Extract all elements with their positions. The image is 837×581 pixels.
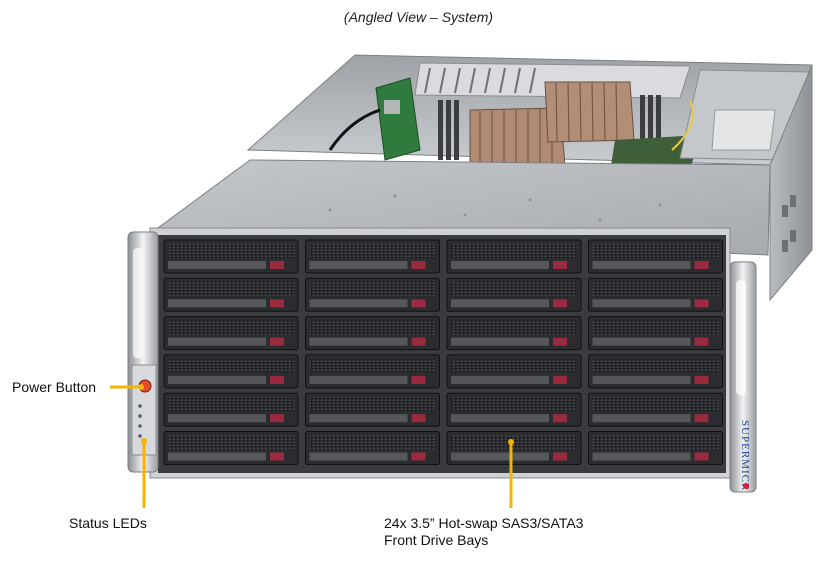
status-leds [138,404,142,438]
heatsink [469,107,566,169]
drive-latch[interactable] [553,452,567,461]
drive-bay[interactable] [446,354,582,389]
drive-latch[interactable] [553,337,567,346]
drive-latch[interactable] [553,299,567,308]
brand-logo: SUPERMICR [739,420,751,491]
drive-latch[interactable] [694,299,709,308]
drive-latch[interactable] [270,375,284,384]
drive-latch[interactable] [694,452,709,461]
drive-bay[interactable] [588,354,723,389]
heatsink [544,81,635,143]
drive-latch[interactable] [694,261,709,269]
drive-bay[interactable] [305,277,440,312]
drive-latch[interactable] [411,337,426,346]
drive-latch[interactable] [270,414,284,423]
drive-bay[interactable] [163,354,299,389]
drive-latch[interactable] [553,414,567,423]
drive-bay[interactable] [305,239,440,274]
drive-bays-label-line2: Front Drive Bays [384,532,489,548]
drive-bay[interactable] [446,392,582,427]
drive-latch[interactable] [553,375,567,384]
drive-latch[interactable] [270,337,284,346]
drive-latch[interactable] [270,261,284,269]
drive-bay[interactable] [588,431,723,465]
drive-latch[interactable] [694,414,709,423]
drive-bay[interactable] [305,431,440,465]
chassis-side-panel [769,64,813,302]
drive-latch[interactable] [694,375,709,384]
status-leds-label: Status LEDs [69,515,147,531]
drive-bay[interactable] [163,277,299,312]
callout-lines [110,384,514,508]
drive-bay[interactable] [446,431,582,465]
drive-bay[interactable] [305,354,440,389]
drive-latch[interactable] [553,261,567,269]
drive-latch[interactable] [411,299,426,308]
drive-latch[interactable] [411,375,426,384]
drive-bay[interactable] [588,316,723,351]
drive-bay[interactable] [305,316,440,351]
brand-text: SUPERMICR [739,420,751,491]
drive-bay[interactable] [588,392,723,427]
drive-bay[interactable] [163,392,299,427]
drive-latch[interactable] [411,261,426,269]
drive-bay[interactable] [446,239,582,274]
power-button-label: Power Button [12,379,97,395]
drive-latch[interactable] [411,452,426,461]
drive-bay[interactable] [163,431,299,465]
drive-latch[interactable] [270,299,284,308]
figure-caption: (Angled View – System) [343,9,494,25]
drive-bay[interactable] [588,277,723,312]
drive-bay[interactable] [163,239,299,274]
drive-bay[interactable] [163,316,299,351]
drive-bay[interactable] [446,316,582,351]
chassis-interior [246,54,813,172]
drive-latch[interactable] [270,452,284,461]
drive-bay[interactable] [588,239,723,274]
drive-bays-label-line1: 24x 3.5” Hot-swap SAS3/SATA3 [384,515,584,531]
drive-latch[interactable] [694,337,709,346]
drive-bays [163,239,723,465]
drive-bay[interactable] [305,392,440,427]
drive-latch[interactable] [411,414,426,423]
drive-bays-label: 24x 3.5” Hot-swap SAS3/SATA3 Front Drive… [384,515,583,549]
drive-bay[interactable] [446,277,582,312]
